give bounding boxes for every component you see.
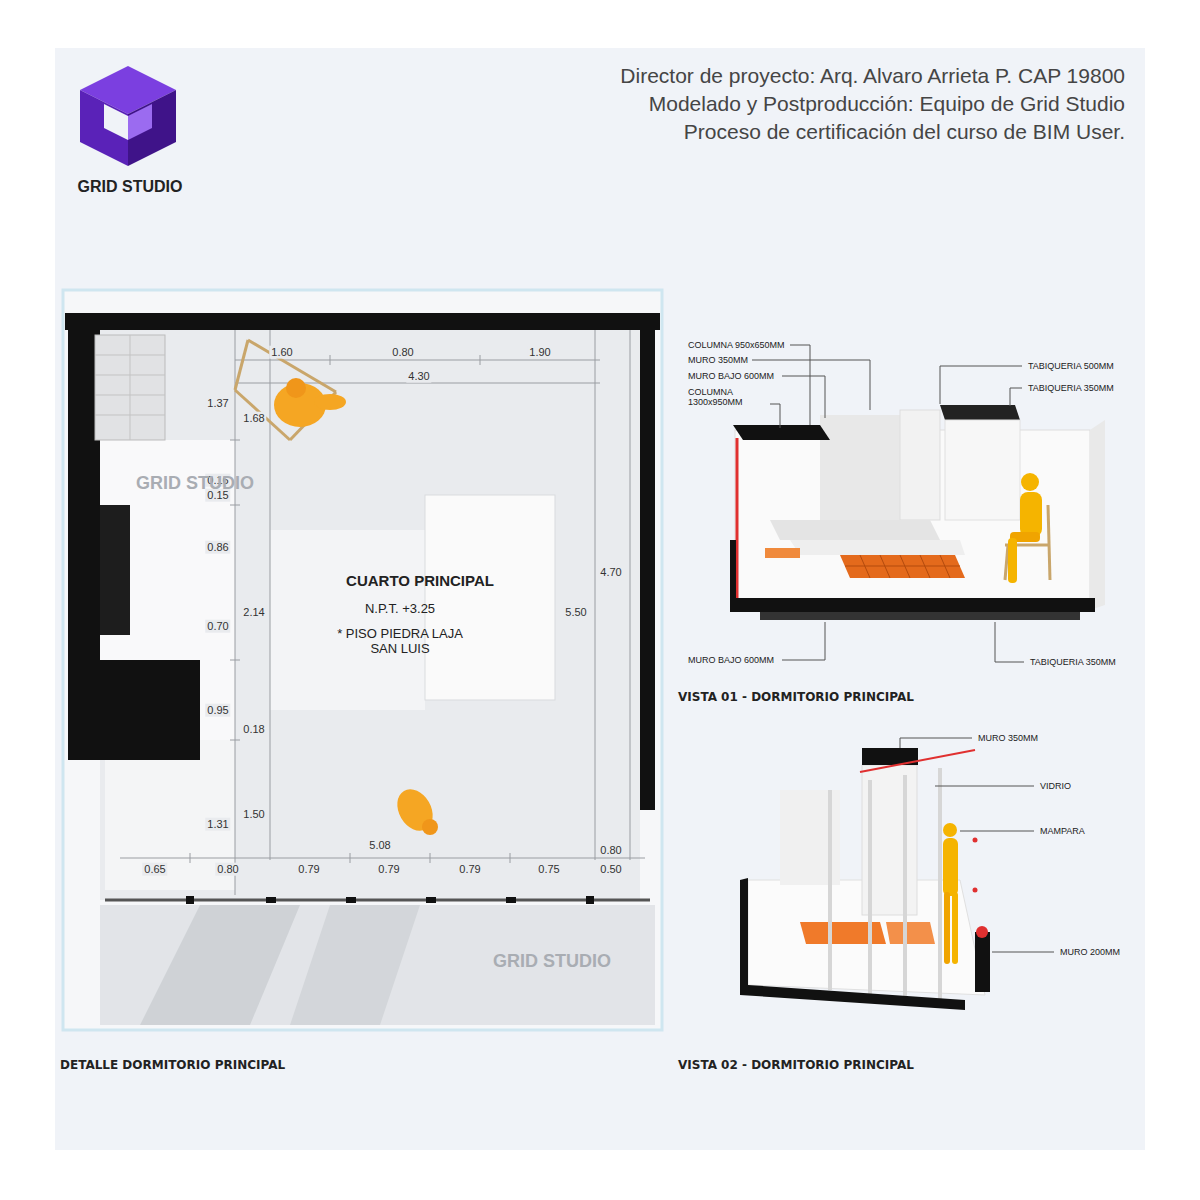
- dimension: 0.80: [598, 844, 623, 857]
- credit-line: Director de proyecto: Arq. Alvaro Arriet…: [620, 64, 1125, 88]
- dimension: 1.31: [205, 818, 230, 831]
- dimension: 0.65: [142, 863, 167, 876]
- credit-line: Modelado y Postproducción: Equipo de Gri…: [649, 92, 1125, 116]
- callout-label: MURO 350MM: [978, 733, 1038, 743]
- callout-label: TABIQUERIA 350MM: [1030, 657, 1116, 667]
- callout-label: VIDRIO: [1040, 781, 1071, 791]
- logo-cube: [80, 66, 176, 166]
- callout-label: MURO BAJO 600MM: [688, 655, 774, 665]
- dimension: 0.18: [241, 723, 266, 736]
- floor-note: * PISO PIEDRA LAJA SAN LUIS: [335, 627, 465, 657]
- dimension: 0.80: [390, 346, 415, 359]
- callout-label: MURO BAJO 600MM: [688, 371, 774, 381]
- dimension: 4.30: [406, 370, 431, 383]
- dimension: 1.68: [241, 412, 266, 425]
- dimension: 4.70: [598, 566, 623, 579]
- dimension: 1.37: [205, 397, 230, 410]
- callout-label: MURO 200MM: [1060, 947, 1120, 957]
- dimension: 0.79: [457, 863, 482, 876]
- dimension: 0.80: [215, 863, 240, 876]
- logo-text: GRID STUDIO: [78, 178, 183, 196]
- dimension: 5.50: [563, 606, 588, 619]
- dimension: 1.60: [269, 346, 294, 359]
- dimension: 0.95: [205, 704, 230, 717]
- dimension: 0.70: [205, 620, 230, 633]
- dimension: 1.50: [241, 808, 266, 821]
- callout-label: MURO 350MM: [688, 355, 748, 365]
- floor-plan: [63, 290, 662, 1030]
- callout-label: COLUMNA 1300x950MM: [688, 387, 760, 408]
- credit-line: Proceso de certificación del curso de BI…: [684, 120, 1125, 144]
- view-caption: DETALLE DORMITORIO PRINCIPAL: [60, 1059, 285, 1073]
- room-name: CUARTO PRINCIPAL: [346, 572, 494, 589]
- view-caption: VISTA 02 - DORMITORIO PRINCIPAL: [678, 1059, 914, 1073]
- callout-label: TABIQUERIA 350MM: [1028, 383, 1114, 393]
- sheet-panel: [55, 48, 1145, 1150]
- section-view-2: [740, 748, 990, 1010]
- leader-lines: [752, 345, 1054, 952]
- watermark: GRID STUDIO: [136, 473, 254, 494]
- view-caption: VISTA 01 - DORMITORIO PRINCIPAL: [678, 691, 914, 705]
- dimension: 0.75: [536, 863, 561, 876]
- callout-label: COLUMNA 950x650MM: [688, 340, 785, 350]
- section-view-1: [730, 405, 1105, 620]
- dimension: 2.14: [241, 606, 266, 619]
- dimension: 0.86: [205, 541, 230, 554]
- callout-label: MAMPARA: [1040, 826, 1085, 836]
- dimension: 1.90: [527, 346, 552, 359]
- dimension: 0.50: [598, 863, 623, 876]
- dimension: 0.79: [376, 863, 401, 876]
- callout-label: TABIQUERIA 500MM: [1028, 361, 1114, 371]
- watermark: GRID STUDIO: [493, 951, 611, 972]
- dimension: 0.79: [296, 863, 321, 876]
- dimension: 5.08: [367, 839, 392, 852]
- floor-level: N.P.T. +3.25: [340, 602, 460, 617]
